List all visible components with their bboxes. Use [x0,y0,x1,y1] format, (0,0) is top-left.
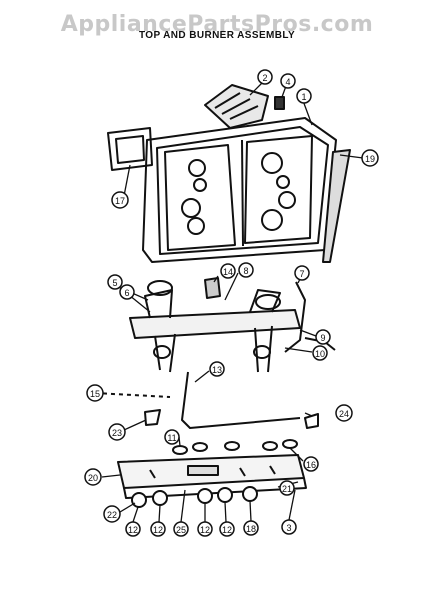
callout-12-c: 12 [197,521,213,537]
callout-11: 11 [164,429,180,445]
callout-label: 3 [286,523,291,533]
callout-21: 21 [279,480,295,496]
callout-label: 15 [90,389,100,399]
bracket-right-part [304,413,319,429]
callout-label: 23 [112,428,122,438]
callout-label: 7 [299,269,304,279]
callout-label: 19 [365,154,375,164]
callout-label: 14 [223,267,233,277]
callout-label: 22 [107,510,117,520]
callout-20: 20 [84,468,102,486]
callout-label: 12 [222,525,232,535]
callout-label: 13 [212,365,222,375]
callout-label: 18 [246,524,256,534]
callout-3: 3 [281,519,297,535]
callout-markers: 1 2 4 17 19 5 6 14 8 7 9 10 13 15 23 24 … [84,69,379,537]
callout-label: 8 [243,266,248,276]
callout-label: 10 [315,349,325,359]
callout-14: 14 [220,263,236,279]
callout-2: 2 [257,69,273,85]
gas-tube-part [284,281,306,353]
control-tube-part [181,371,301,429]
callout-label: 17 [115,196,125,206]
callout-4: 4 [280,73,296,89]
callout-18: 18 [243,520,259,536]
callout-22: 22 [103,505,121,523]
callout-15: 15 [86,384,104,402]
callout-label: 21 [282,484,292,494]
callout-label: 6 [124,288,129,298]
control-knobs [131,486,258,508]
drip-pan-part [107,127,153,171]
callout-label: 16 [306,460,316,470]
cooktop-main-top [142,117,337,263]
control-panel-part [117,454,307,499]
burner-manifold [129,277,301,373]
callout-1: 1 [296,88,312,104]
valve-row [172,439,298,455]
callout-label: 12 [128,525,138,535]
callout-16: 16 [303,456,319,472]
callout-label: 12 [153,525,163,535]
callout-8: 8 [238,262,254,278]
callout-6: 6 [119,284,135,300]
burner-packet-part [204,84,269,129]
callout-label: 11 [167,433,176,443]
callout-label: 1 [301,92,306,102]
diagram-title: TOP AND BURNER ASSEMBLY [138,30,296,41]
callout-24: 24 [335,404,353,422]
callout-12-b: 12 [150,521,166,537]
callout-13: 13 [209,361,225,377]
dashed-leader [94,392,171,398]
callout-10: 10 [312,345,328,361]
callout-label: 20 [88,473,98,483]
callout-23: 23 [108,423,126,441]
watermark-text: AppliancePartsPros.com [60,12,374,37]
small-clip-part [274,96,285,110]
callout-12-d: 12 [219,521,235,537]
callout-label: 9 [320,333,325,343]
callout-7: 7 [294,265,310,281]
callout-label: 4 [285,77,290,87]
callout-5: 5 [107,274,123,290]
leader-lines [101,82,364,523]
callout-label: 25 [176,525,186,535]
side-trim-part [322,149,351,263]
callout-12-a: 12 [125,521,141,537]
callout-25: 25 [173,521,189,537]
callout-label: 2 [262,73,267,83]
bracket-left-part [144,409,161,426]
callout-9: 9 [315,329,331,345]
callout-label: 12 [200,525,210,535]
callout-17: 17 [111,191,129,209]
callout-label: 5 [112,278,117,288]
callout-19: 19 [361,149,379,167]
callout-label: 24 [339,409,349,419]
